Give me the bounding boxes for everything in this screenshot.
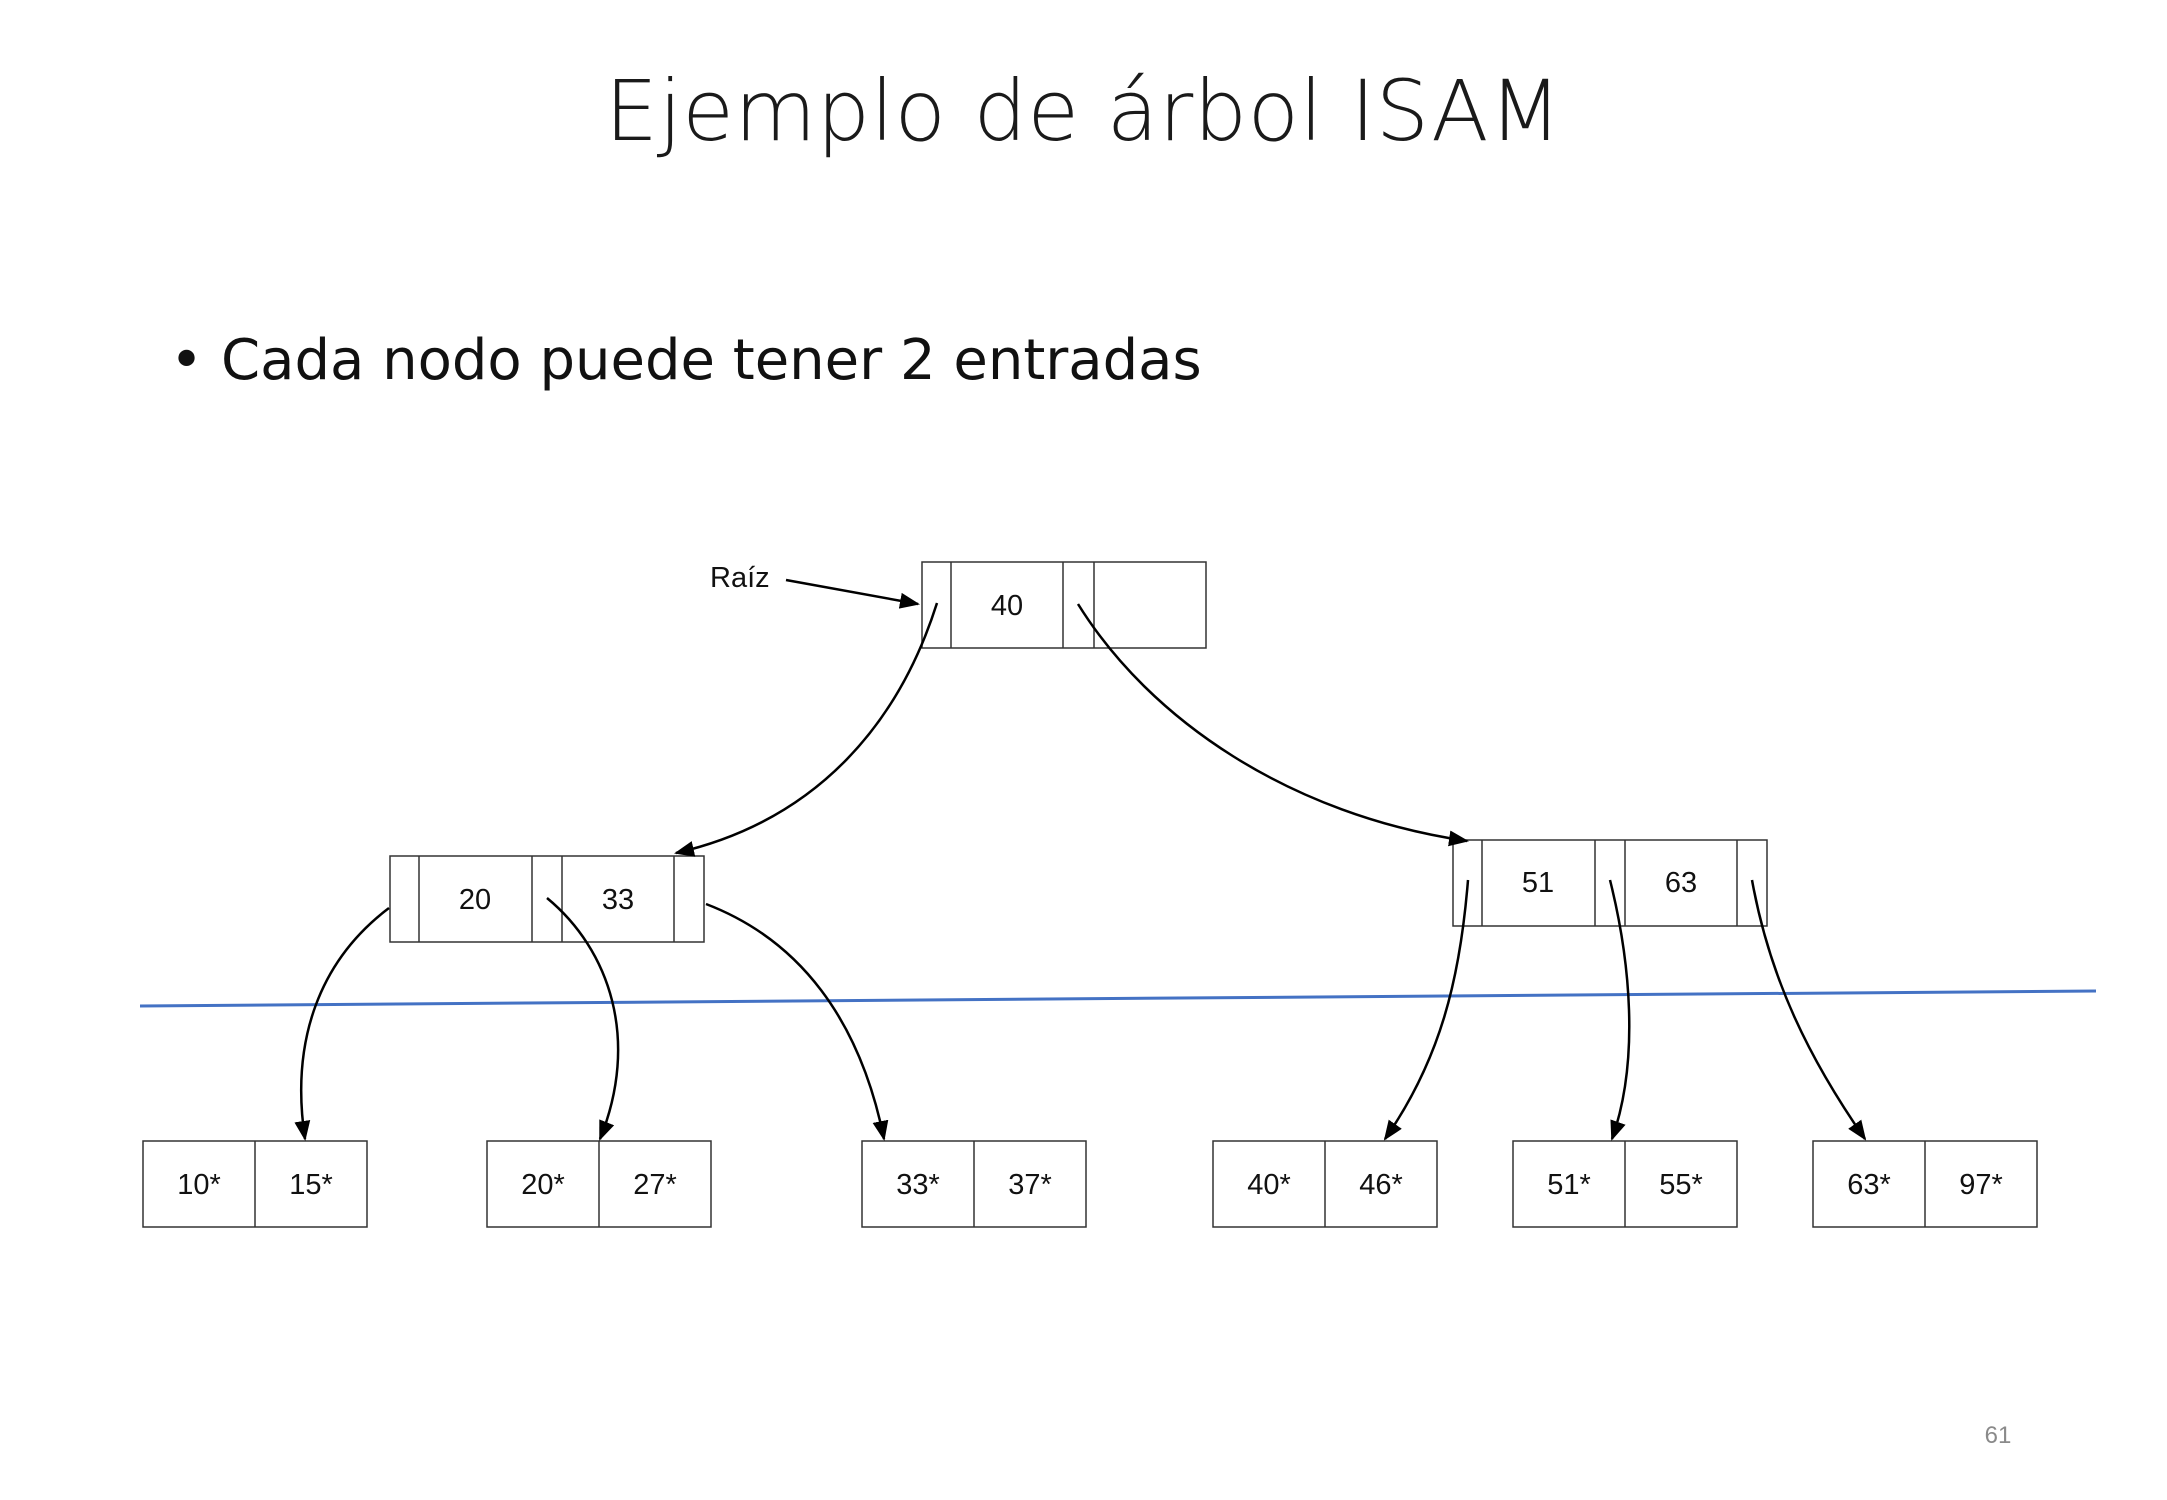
leaf-page-1: 10* 15* xyxy=(142,1140,368,1228)
leaf-entry: 55* xyxy=(1659,1169,1703,1201)
bullet-text: Cada nodo puede tener 2 entradas xyxy=(221,328,1202,393)
leaf-page-5: 51* 55* xyxy=(1512,1140,1738,1228)
leaf-page-2: 20* 27* xyxy=(486,1140,712,1228)
root-pointer-arrow xyxy=(785,578,920,609)
leaf-entry: 63* xyxy=(1847,1169,1891,1201)
internal-right-key-1: 51 xyxy=(1522,867,1554,899)
internal-right-key-2: 63 xyxy=(1665,867,1697,899)
leaf-entry: 20* xyxy=(521,1169,565,1201)
internal-left-key-2: 33 xyxy=(602,884,634,916)
pointer-to-leaf-6 xyxy=(1750,879,1867,1141)
leaf-entry: 10* xyxy=(177,1169,221,1201)
root-label: Raíz xyxy=(710,562,770,594)
leaf-entry: 97* xyxy=(1959,1169,2003,1201)
leaf-entry: 40* xyxy=(1247,1169,1291,1201)
leaf-entry: 37* xyxy=(1008,1169,1052,1201)
root-key: 40 xyxy=(991,590,1023,622)
leaf-page-6: 63* 97* xyxy=(1812,1140,2038,1228)
page-number: 61 xyxy=(1984,1422,2012,1449)
slide-title: Ejemplo de árbol ISAM xyxy=(604,62,1563,160)
bullet-item: • Cada nodo puede tener 2 entradas xyxy=(170,328,1202,393)
bullet-dot-icon: • xyxy=(170,328,204,393)
leaf-page-3: 33* 37* xyxy=(861,1140,1087,1228)
leaf-entry: 15* xyxy=(289,1169,333,1201)
leaf-entry: 33* xyxy=(896,1169,940,1201)
leaf-entry: 27* xyxy=(633,1169,677,1201)
pointer-to-leaf-3 xyxy=(705,902,889,1141)
internal-left-key-1: 20 xyxy=(459,884,491,916)
level-separator-line xyxy=(139,989,2097,1008)
internal-node-right: 51 63 xyxy=(1452,839,1768,927)
leaf-entry: 51* xyxy=(1547,1169,1591,1201)
pointer-to-leaf-4 xyxy=(1383,879,1470,1141)
pointer-to-leaf-5 xyxy=(1608,879,1631,1141)
leaf-page-4: 40* 46* xyxy=(1212,1140,1438,1228)
leaf-entry: 46* xyxy=(1359,1169,1403,1201)
pointer-to-leaf-1 xyxy=(294,907,390,1141)
pointer-to-leaf-2 xyxy=(546,897,620,1141)
root-node: 40 xyxy=(921,561,1207,649)
pointer-root-to-right xyxy=(1076,603,1469,847)
pointer-root-to-left xyxy=(674,602,939,857)
